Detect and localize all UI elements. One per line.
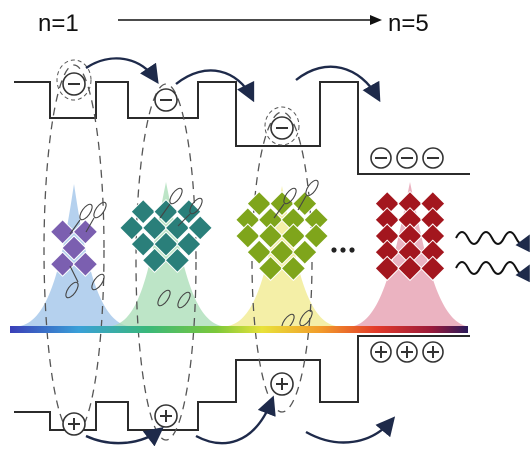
electron-transfer-arrow	[85, 57, 159, 84]
hole-transfer-arrow	[305, 416, 396, 444]
exciton-ellipse-n3	[251, 111, 313, 413]
octahedra-n2	[119, 198, 213, 274]
octahedron	[164, 247, 191, 274]
exciton-ellipse-n1	[43, 64, 105, 436]
octahedron	[119, 215, 145, 241]
header-arrowhead	[370, 15, 382, 25]
octahedra-n5	[374, 190, 446, 282]
exciton-ellipse-n2	[135, 83, 197, 441]
ellipsis-dot	[349, 247, 355, 253]
octahedron	[292, 239, 318, 265]
octahedron	[269, 190, 295, 217]
octahedron	[235, 223, 261, 249]
electron-n2	[154, 88, 178, 112]
octahedron	[153, 231, 179, 257]
octahedron	[257, 223, 284, 249]
electron-n3	[264, 106, 300, 146]
ellipsis-dot	[331, 247, 337, 253]
electrons-n5	[370, 147, 444, 169]
octahedron	[303, 223, 329, 249]
electron-n1	[56, 59, 92, 101]
n5-label: n=5	[388, 10, 429, 37]
octahedron	[176, 231, 202, 257]
octahedron	[246, 190, 272, 217]
octahedron	[176, 198, 202, 225]
octahedron	[187, 215, 213, 241]
hole-n2	[154, 404, 178, 428]
hole-transfer-arrow	[85, 427, 164, 447]
emission-wave	[455, 231, 530, 253]
octahedron	[49, 219, 76, 245]
holes-n5	[370, 341, 444, 363]
octahedra-n3	[235, 190, 329, 282]
octahedron	[280, 255, 307, 282]
conduction-band	[14, 81, 470, 175]
organic-spacers	[65, 179, 319, 331]
octahedron	[72, 251, 99, 277]
octahedron	[164, 215, 191, 241]
octahedra-n1	[49, 219, 99, 277]
octahedron	[72, 219, 99, 245]
hole-transfer-arrow	[195, 395, 276, 445]
n1-label: n=1	[38, 10, 79, 37]
octahedron	[269, 239, 295, 265]
ellipsis-dot	[340, 247, 346, 253]
emission-wave	[455, 261, 530, 283]
hole-n1	[62, 412, 86, 436]
octahedron	[49, 251, 76, 277]
octahedron	[61, 235, 87, 261]
octahedron	[420, 255, 446, 282]
octahedron	[141, 247, 168, 274]
octahedron	[374, 255, 400, 282]
octahedron	[130, 231, 156, 257]
octahedron	[130, 198, 156, 225]
electron-transfer-arrow	[175, 69, 255, 103]
octahedron	[257, 255, 284, 282]
electron-transfer-arrow	[295, 65, 381, 103]
octahedron	[246, 239, 272, 265]
octahedron	[397, 255, 423, 282]
octahedron	[141, 215, 168, 241]
spectrum-bar	[10, 326, 468, 333]
hole-n3	[270, 372, 294, 396]
octahedron	[280, 223, 307, 249]
